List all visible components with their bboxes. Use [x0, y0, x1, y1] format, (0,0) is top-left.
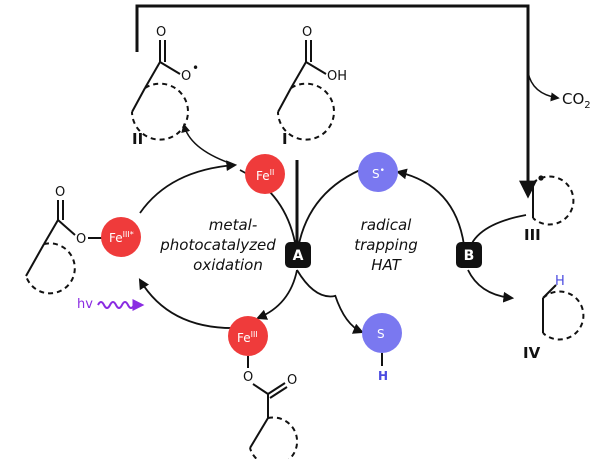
- compound-II-radical-o: O: [181, 69, 191, 84]
- compound-II-carbonyl-o: O: [156, 25, 166, 40]
- fe-iii-text: FeIII: [237, 330, 258, 345]
- a-cross-right-down: [296, 269, 336, 298]
- fe-iii-star-carbonyl-o: O: [55, 185, 65, 200]
- right-cycle-text-1: radical: [361, 216, 412, 234]
- compound-I-label: I: [282, 130, 288, 148]
- compound-I-carbonyl-o: O: [302, 25, 312, 40]
- left-cycle-text-1: metal-: [209, 216, 258, 234]
- s-h-node: [362, 313, 402, 353]
- left-cycle-text-3: oxidation: [193, 256, 263, 274]
- compound-IV-h: H: [555, 274, 565, 289]
- hv-label: hv: [77, 297, 93, 312]
- fe-iii-star-link-o: O: [76, 232, 86, 247]
- co2-label: CO2: [562, 90, 591, 111]
- decarboxylation-path: [135, 4, 537, 199]
- step-B-box: [456, 242, 482, 268]
- compound-II-radical-dot: •: [192, 61, 199, 75]
- a-cross-left-down: [255, 269, 298, 320]
- step-A-label: A: [293, 248, 304, 264]
- fe-ii-to-compound-II-arrow: [181, 123, 236, 166]
- hv-wavy-arrow: [97, 299, 145, 311]
- fe-iii-node: [228, 316, 268, 356]
- right-cycle-upper-arc: [395, 168, 465, 246]
- right-cycle-lower-arc: [334, 294, 364, 334]
- left-cycle-upper-arc: [139, 160, 238, 214]
- fe-iii-star-text: FeIII*: [109, 230, 134, 245]
- compound-IV-label: IV: [523, 344, 541, 362]
- co2-release-arrow: [527, 71, 560, 102]
- left-cycle-text-2: photocatalyzed: [159, 236, 276, 254]
- compound-I-structure: O OH: [277, 25, 347, 141]
- s-radical-node: [358, 152, 398, 192]
- compound-III-label: III: [524, 226, 541, 244]
- fe-iii-carboxylate: O O: [243, 356, 299, 459]
- compound-I-oh: OH: [327, 69, 347, 84]
- right-cycle-text-3: HAT: [371, 256, 402, 274]
- s-radical-text: S•: [372, 166, 385, 181]
- step-B-label: B: [464, 248, 475, 264]
- fe-iii-star-node: [101, 217, 141, 257]
- fe-iii-star-complex: O O: [25, 185, 102, 295]
- s-h-text: S: [377, 327, 385, 341]
- fe-iii-carbonyl-o: O: [287, 373, 297, 388]
- fe-iii-link-o: O: [243, 370, 253, 385]
- s-h-atom: H: [378, 369, 388, 383]
- left-cycle-lower-arc: [138, 278, 239, 329]
- compound-IV-structure: H: [542, 274, 585, 341]
- fe-ii-node: [245, 154, 285, 194]
- compound-II-label: II: [132, 130, 143, 148]
- compound-II-structure: O O •: [131, 25, 199, 141]
- fe-ii-text: FeII: [256, 168, 274, 183]
- right-cycle-text-2: trapping: [354, 236, 417, 254]
- compound-III-structure: [532, 175, 575, 226]
- b-cross-out: [467, 269, 515, 303]
- step-A-box: [285, 242, 311, 268]
